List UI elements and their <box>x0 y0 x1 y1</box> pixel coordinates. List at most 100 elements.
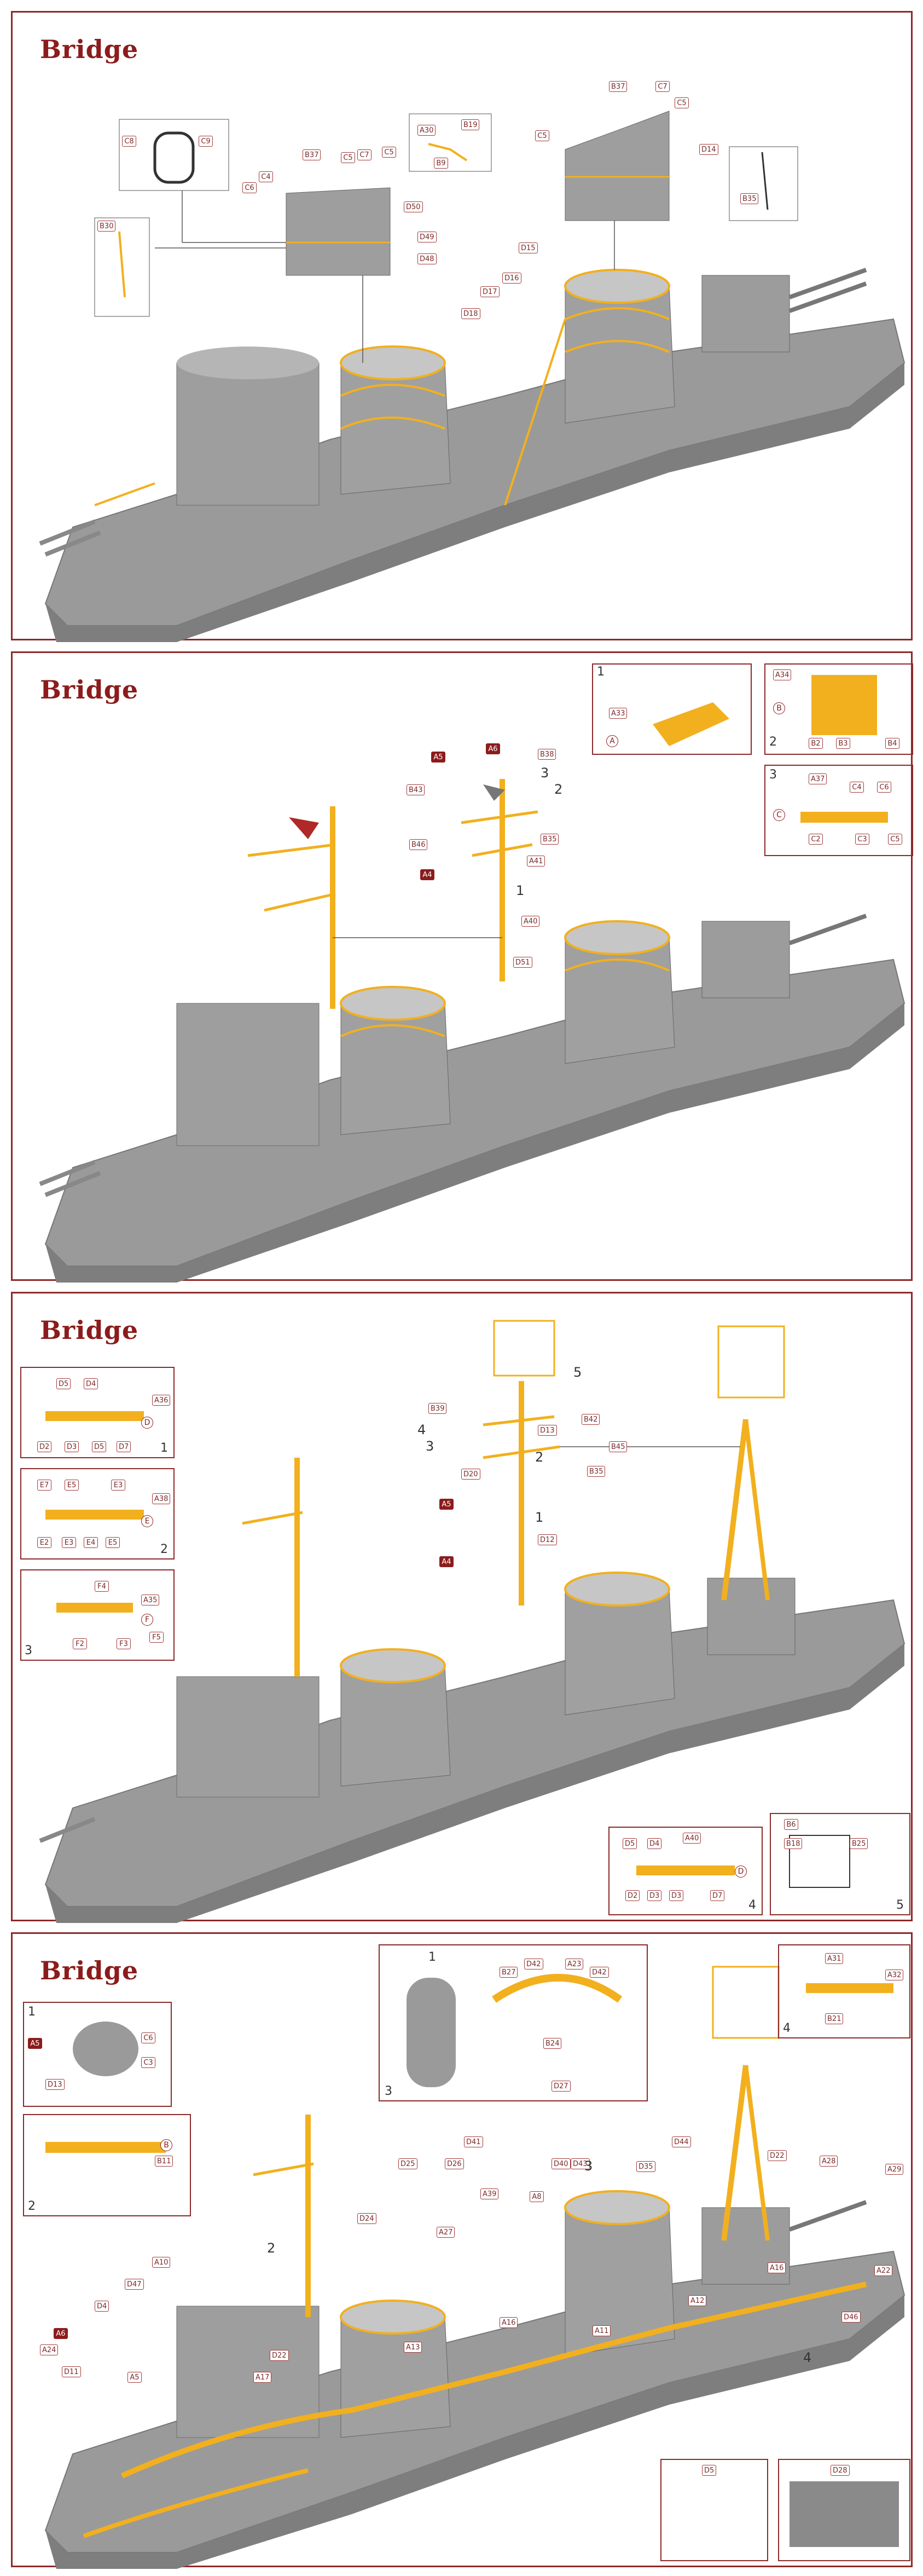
callout: C3 <box>141 2057 155 2068</box>
callout: D16 <box>502 273 521 284</box>
callout: A40 <box>683 1833 701 1844</box>
step-number: 4 <box>803 2350 812 2365</box>
callout: B42 <box>582 1414 600 1425</box>
callout: A6 <box>54 2328 68 2339</box>
step-number: 3 <box>769 768 777 782</box>
callout: E3 <box>62 1537 76 1548</box>
callout: C6 <box>141 2032 155 2043</box>
callout: B <box>160 2139 172 2151</box>
step-number: 1 <box>428 1950 436 1964</box>
callout: B24 <box>543 2038 562 2049</box>
callout: D3 <box>669 1890 684 1901</box>
callout: B39 <box>428 1403 447 1414</box>
callout: A38 <box>152 1493 171 1504</box>
bridge-panel-1: Bridge <box>11 11 913 642</box>
callout: B3 <box>836 738 850 749</box>
callout: F5 <box>149 1632 164 1643</box>
step-number: 5 <box>896 1898 904 1912</box>
callout: D <box>735 1865 747 1878</box>
step-number: 4 <box>783 2021 791 2035</box>
callout: A5 <box>127 2372 142 2383</box>
step-number: 3 <box>541 765 549 781</box>
callout: B6 <box>784 1819 798 1830</box>
callout: D41 <box>464 2136 483 2147</box>
callout: B35 <box>587 1466 606 1477</box>
callout: D22 <box>270 2350 289 2361</box>
callout: D15 <box>519 242 538 253</box>
callout: A5 <box>28 2038 42 2049</box>
callout: B4 <box>885 738 899 749</box>
callout: F4 <box>95 1581 109 1592</box>
callout: D28 <box>831 2465 850 2476</box>
step-number: 4 <box>748 1898 756 1912</box>
step-number: 1 <box>535 1510 544 1525</box>
callout: F2 <box>73 1638 87 1649</box>
step-number: 2 <box>267 2240 276 2256</box>
bridge-panel-2: Bridge A6 B38 A5 B43 B46 A4 <box>11 651 913 1283</box>
callout: A12 <box>688 2295 707 2306</box>
callout: A40 <box>521 916 540 927</box>
callout: E7 <box>37 1480 51 1491</box>
callout: D4 <box>84 1378 98 1389</box>
callout: E3 <box>111 1480 125 1491</box>
callout: A16 <box>768 2262 786 2273</box>
callout: B18 <box>784 1838 803 1849</box>
callout: C5 <box>675 97 689 108</box>
callout: B37 <box>303 149 321 160</box>
callout: A30 <box>417 125 436 136</box>
callout: D <box>141 1417 153 1429</box>
panel-title: Bridge <box>40 1956 139 1985</box>
callout: A35 <box>141 1595 160 1605</box>
callout: B45 <box>609 1441 628 1452</box>
callout: D5 <box>702 2465 717 2476</box>
callout: D4 <box>647 1838 662 1849</box>
callout: B35 <box>541 834 559 845</box>
callout: C <box>773 809 785 821</box>
callout: F <box>141 1614 153 1626</box>
callout: B43 <box>407 784 425 795</box>
bridge-panel-3: Bridge D5 D4 A36 D <box>11 1292 913 1923</box>
callout: A31 <box>825 1953 844 1964</box>
callout: A10 <box>152 2257 171 2268</box>
callout: B30 <box>97 221 116 232</box>
step-number: 4 <box>417 1422 426 1437</box>
callout: A41 <box>527 856 545 867</box>
callout: B19 <box>461 119 480 130</box>
callout: E4 <box>84 1537 98 1548</box>
step-number: 2 <box>28 2199 36 2213</box>
callout: D35 <box>636 2161 655 2172</box>
callout: B27 <box>500 1967 518 1978</box>
callout: A36 <box>152 1395 171 1406</box>
callout: A24 <box>40 2344 59 2355</box>
callout: C7 <box>655 81 670 92</box>
callout: A8 <box>530 2191 544 2202</box>
step-number: 2 <box>554 782 563 797</box>
callout: A11 <box>593 2325 611 2336</box>
callout: D18 <box>461 308 480 319</box>
callout: A5 <box>431 752 445 763</box>
callout: C4 <box>850 782 864 793</box>
callout: A13 <box>404 2342 422 2353</box>
step-number: 3 <box>584 2158 593 2174</box>
callout: A16 <box>500 2317 518 2328</box>
callout: C4 <box>259 171 273 182</box>
callout: D27 <box>552 2081 571 2092</box>
callout: A34 <box>773 669 792 680</box>
callout: D7 <box>117 1441 131 1452</box>
callout: D42 <box>590 1967 609 1978</box>
callout: D50 <box>404 201 423 212</box>
callout: B21 <box>825 2013 844 2024</box>
callout: C5 <box>535 130 549 141</box>
callout: F3 <box>117 1638 131 1649</box>
callout: A29 <box>885 2164 904 2175</box>
callout: B46 <box>409 839 428 850</box>
callout: B9 <box>434 158 448 169</box>
callout: A5 <box>439 1499 454 1510</box>
callout: D48 <box>417 253 437 264</box>
callout: D13 <box>45 2079 65 2090</box>
callout: B25 <box>850 1838 868 1849</box>
callout: E5 <box>65 1480 79 1491</box>
callout: C8 <box>122 136 136 147</box>
panel-title: Bridge <box>40 34 139 64</box>
callout: A27 <box>437 2227 455 2238</box>
